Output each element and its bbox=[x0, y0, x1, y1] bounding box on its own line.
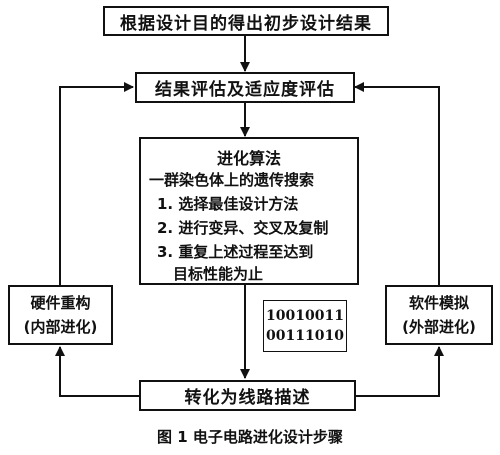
arrow-left-to-eval bbox=[59, 82, 134, 285]
initial-design-label: 根据设计目的得出初步设计结果 bbox=[120, 13, 372, 34]
algorithm-step-2: 2. 进行变异、交叉及复制 bbox=[157, 219, 329, 237]
algorithm-subtitle: 一群染色体上的遗传搜索 bbox=[149, 171, 315, 189]
arrow-bottom-to-left bbox=[55, 346, 139, 397]
algorithm-step-3: 3. 重复上述过程至达到 bbox=[157, 243, 314, 261]
external-evolution-label: (外部进化) bbox=[402, 318, 476, 336]
evolutionary-algorithm-box: 进化算法 一群染色体上的遗传搜索 1. 选择最佳设计方法 2. 进行变异、交叉及… bbox=[139, 137, 359, 285]
evaluation-box: 结果评估及适应度评估 bbox=[135, 72, 355, 103]
hardware-reconfig-box: 硬件重构 (内部进化) bbox=[8, 285, 113, 345]
hardware-reconfig-label: 硬件重构 bbox=[30, 294, 91, 312]
initial-design-box: 根据设计目的得出初步设计结果 bbox=[103, 6, 389, 36]
circuit-description-box: 转化为线路描述 bbox=[139, 380, 356, 411]
chromosome-1: 10010011 bbox=[266, 308, 344, 324]
chromosome-box: 10010011 00111010 bbox=[263, 300, 347, 352]
algorithm-step-1: 1. 选择最佳设计方法 bbox=[157, 195, 299, 213]
circuit-description-label: 转化为线路描述 bbox=[184, 388, 311, 408]
figure-caption: 图 1 电子电路进化设计步骤 bbox=[157, 428, 343, 446]
arrow-bottom-to-right bbox=[356, 346, 444, 397]
arrow-right-to-eval bbox=[354, 82, 440, 285]
algorithm-step-4: 目标性能为止 bbox=[173, 265, 264, 283]
evaluation-label: 结果评估及适应度评估 bbox=[155, 80, 335, 100]
software-simulation-box: 软件模拟 (外部进化) bbox=[385, 285, 493, 345]
internal-evolution-label: (内部进化) bbox=[23, 318, 98, 336]
chromosome-2: 00111010 bbox=[266, 328, 344, 344]
software-simulation-label: 软件模拟 bbox=[408, 294, 469, 312]
algorithm-title: 进化算法 bbox=[216, 149, 281, 168]
